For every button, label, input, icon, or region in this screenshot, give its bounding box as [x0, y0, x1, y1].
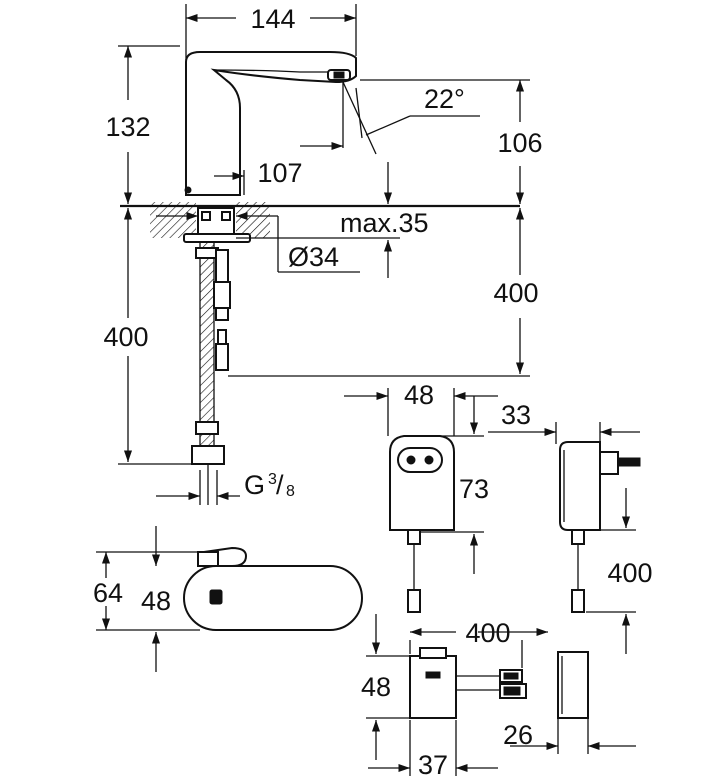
label-thread-den: 8: [286, 483, 295, 500]
dimension-connection-thread: G 3 / 8: [156, 470, 295, 501]
dimension-height-above-deck: 132: [105, 45, 180, 204]
label-400-box: 400: [465, 618, 510, 648]
label-diameter-34: Ø34: [288, 242, 339, 272]
control-box-cover: 26: [503, 651, 636, 754]
dimension-hose-length-right: 400: [228, 208, 539, 377]
dimension-spout-projection: 107: [214, 141, 343, 188]
label-26: 26: [503, 720, 533, 750]
label-64: 64: [93, 578, 123, 608]
label-107: 107: [257, 158, 302, 188]
label-144: 144: [250, 4, 295, 34]
label-33: 33: [501, 400, 531, 430]
control-box: 400 48 37: [361, 614, 548, 780]
dimension-spray-angle: 22°: [342, 81, 480, 155]
dimension-spout-width: 144: [185, 4, 357, 60]
label-400-adapter: 400: [607, 558, 652, 588]
dimension-hose-length-left: 400: [103, 208, 196, 465]
label-thread-num: 3: [268, 471, 277, 488]
label-22-degree: 22°: [424, 84, 465, 114]
label-48-top: 48: [141, 586, 171, 616]
faucet-top-view: 64 48: [93, 526, 363, 672]
label-106: 106: [497, 128, 542, 158]
label-132: 132: [105, 112, 150, 142]
power-adapter-front: 48 73: [344, 380, 498, 613]
label-37: 37: [418, 750, 448, 780]
dimension-hole-diameter: Ø34: [156, 211, 360, 273]
label-max35: max.35: [340, 208, 429, 238]
label-thread-g: G: [244, 470, 265, 500]
faucet-side-view: [120, 51, 520, 505]
label-48-adapter: 48: [404, 380, 434, 410]
dimension-spout-height: 106: [360, 79, 543, 204]
label-48-box: 48: [361, 672, 391, 702]
label-400-right: 400: [493, 278, 538, 308]
label-400-left: 400: [103, 322, 148, 352]
label-73: 73: [459, 474, 489, 504]
label-thread-slash: /: [276, 470, 284, 500]
power-adapter-side: 33 400: [488, 400, 653, 654]
dimension-deck-thickness: max.35: [236, 162, 429, 278]
